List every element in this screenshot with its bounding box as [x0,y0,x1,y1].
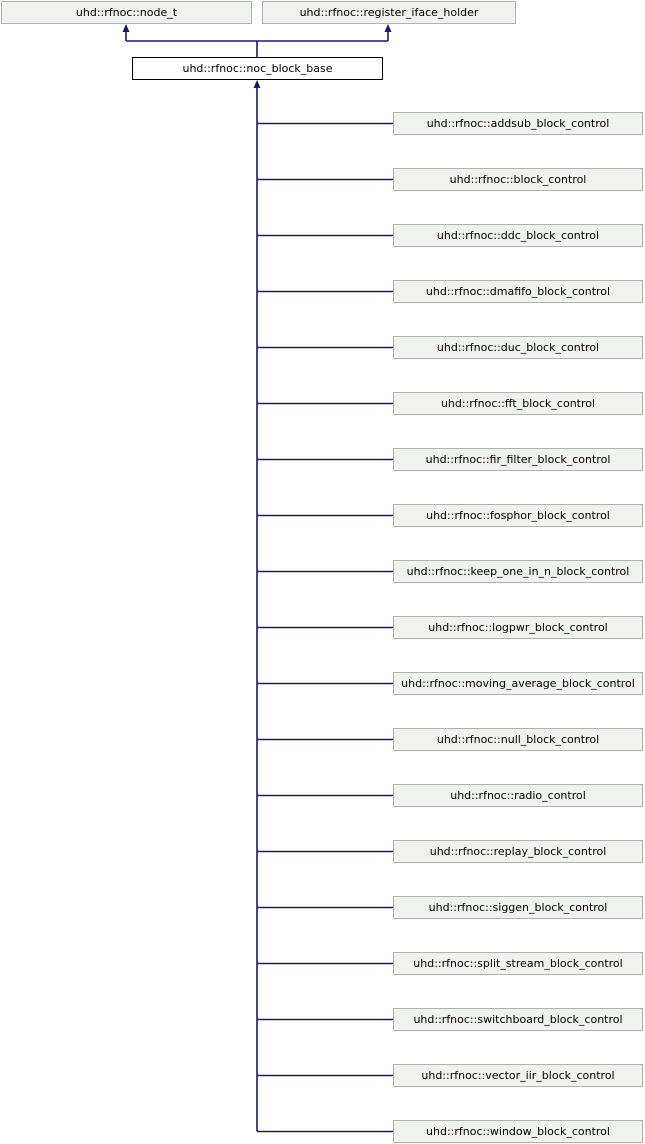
node-radio_control[interactable]: uhd::rfnoc::radio_control [393,784,643,807]
node-fir_filter_block_control[interactable]: uhd::rfnoc::fir_filter_block_control [393,448,643,471]
node-vector_iir_block_control[interactable]: uhd::rfnoc::vector_iir_block_control [393,1064,643,1087]
node-switchboard_block_control[interactable]: uhd::rfnoc::switchboard_block_control [393,1008,643,1031]
node-dmafifo_block_control[interactable]: uhd::rfnoc::dmafifo_block_control [393,280,643,303]
node-duc_block_control[interactable]: uhd::rfnoc::duc_block_control [393,336,643,359]
node-block_control[interactable]: uhd::rfnoc::block_control [393,168,643,191]
node-siggen_block_control[interactable]: uhd::rfnoc::siggen_block_control [393,896,643,919]
node-addsub_block_control[interactable]: uhd::rfnoc::addsub_block_control [393,112,643,135]
node-split_stream_block_control[interactable]: uhd::rfnoc::split_stream_block_control [393,952,643,975]
node-node_t[interactable]: uhd::rfnoc::node_t [1,1,252,24]
node-fosphor_block_control[interactable]: uhd::rfnoc::fosphor_block_control [393,504,643,527]
node-register_iface_holder[interactable]: uhd::rfnoc::register_iface_holder [262,1,516,24]
node-moving_average_block_control[interactable]: uhd::rfnoc::moving_average_block_control [393,672,643,695]
node-ddc_block_control[interactable]: uhd::rfnoc::ddc_block_control [393,224,643,247]
node-keep_one_in_n_block_control[interactable]: uhd::rfnoc::keep_one_in_n_block_control [393,560,643,583]
node-replay_block_control[interactable]: uhd::rfnoc::replay_block_control [393,840,643,863]
node-fft_block_control[interactable]: uhd::rfnoc::fft_block_control [393,392,643,415]
node-null_block_control[interactable]: uhd::rfnoc::null_block_control [393,728,643,751]
node-noc_block_base: uhd::rfnoc::noc_block_base [132,57,383,80]
node-window_block_control[interactable]: uhd::rfnoc::window_block_control [393,1120,643,1143]
node-logpwr_block_control[interactable]: uhd::rfnoc::logpwr_block_control [393,616,643,639]
